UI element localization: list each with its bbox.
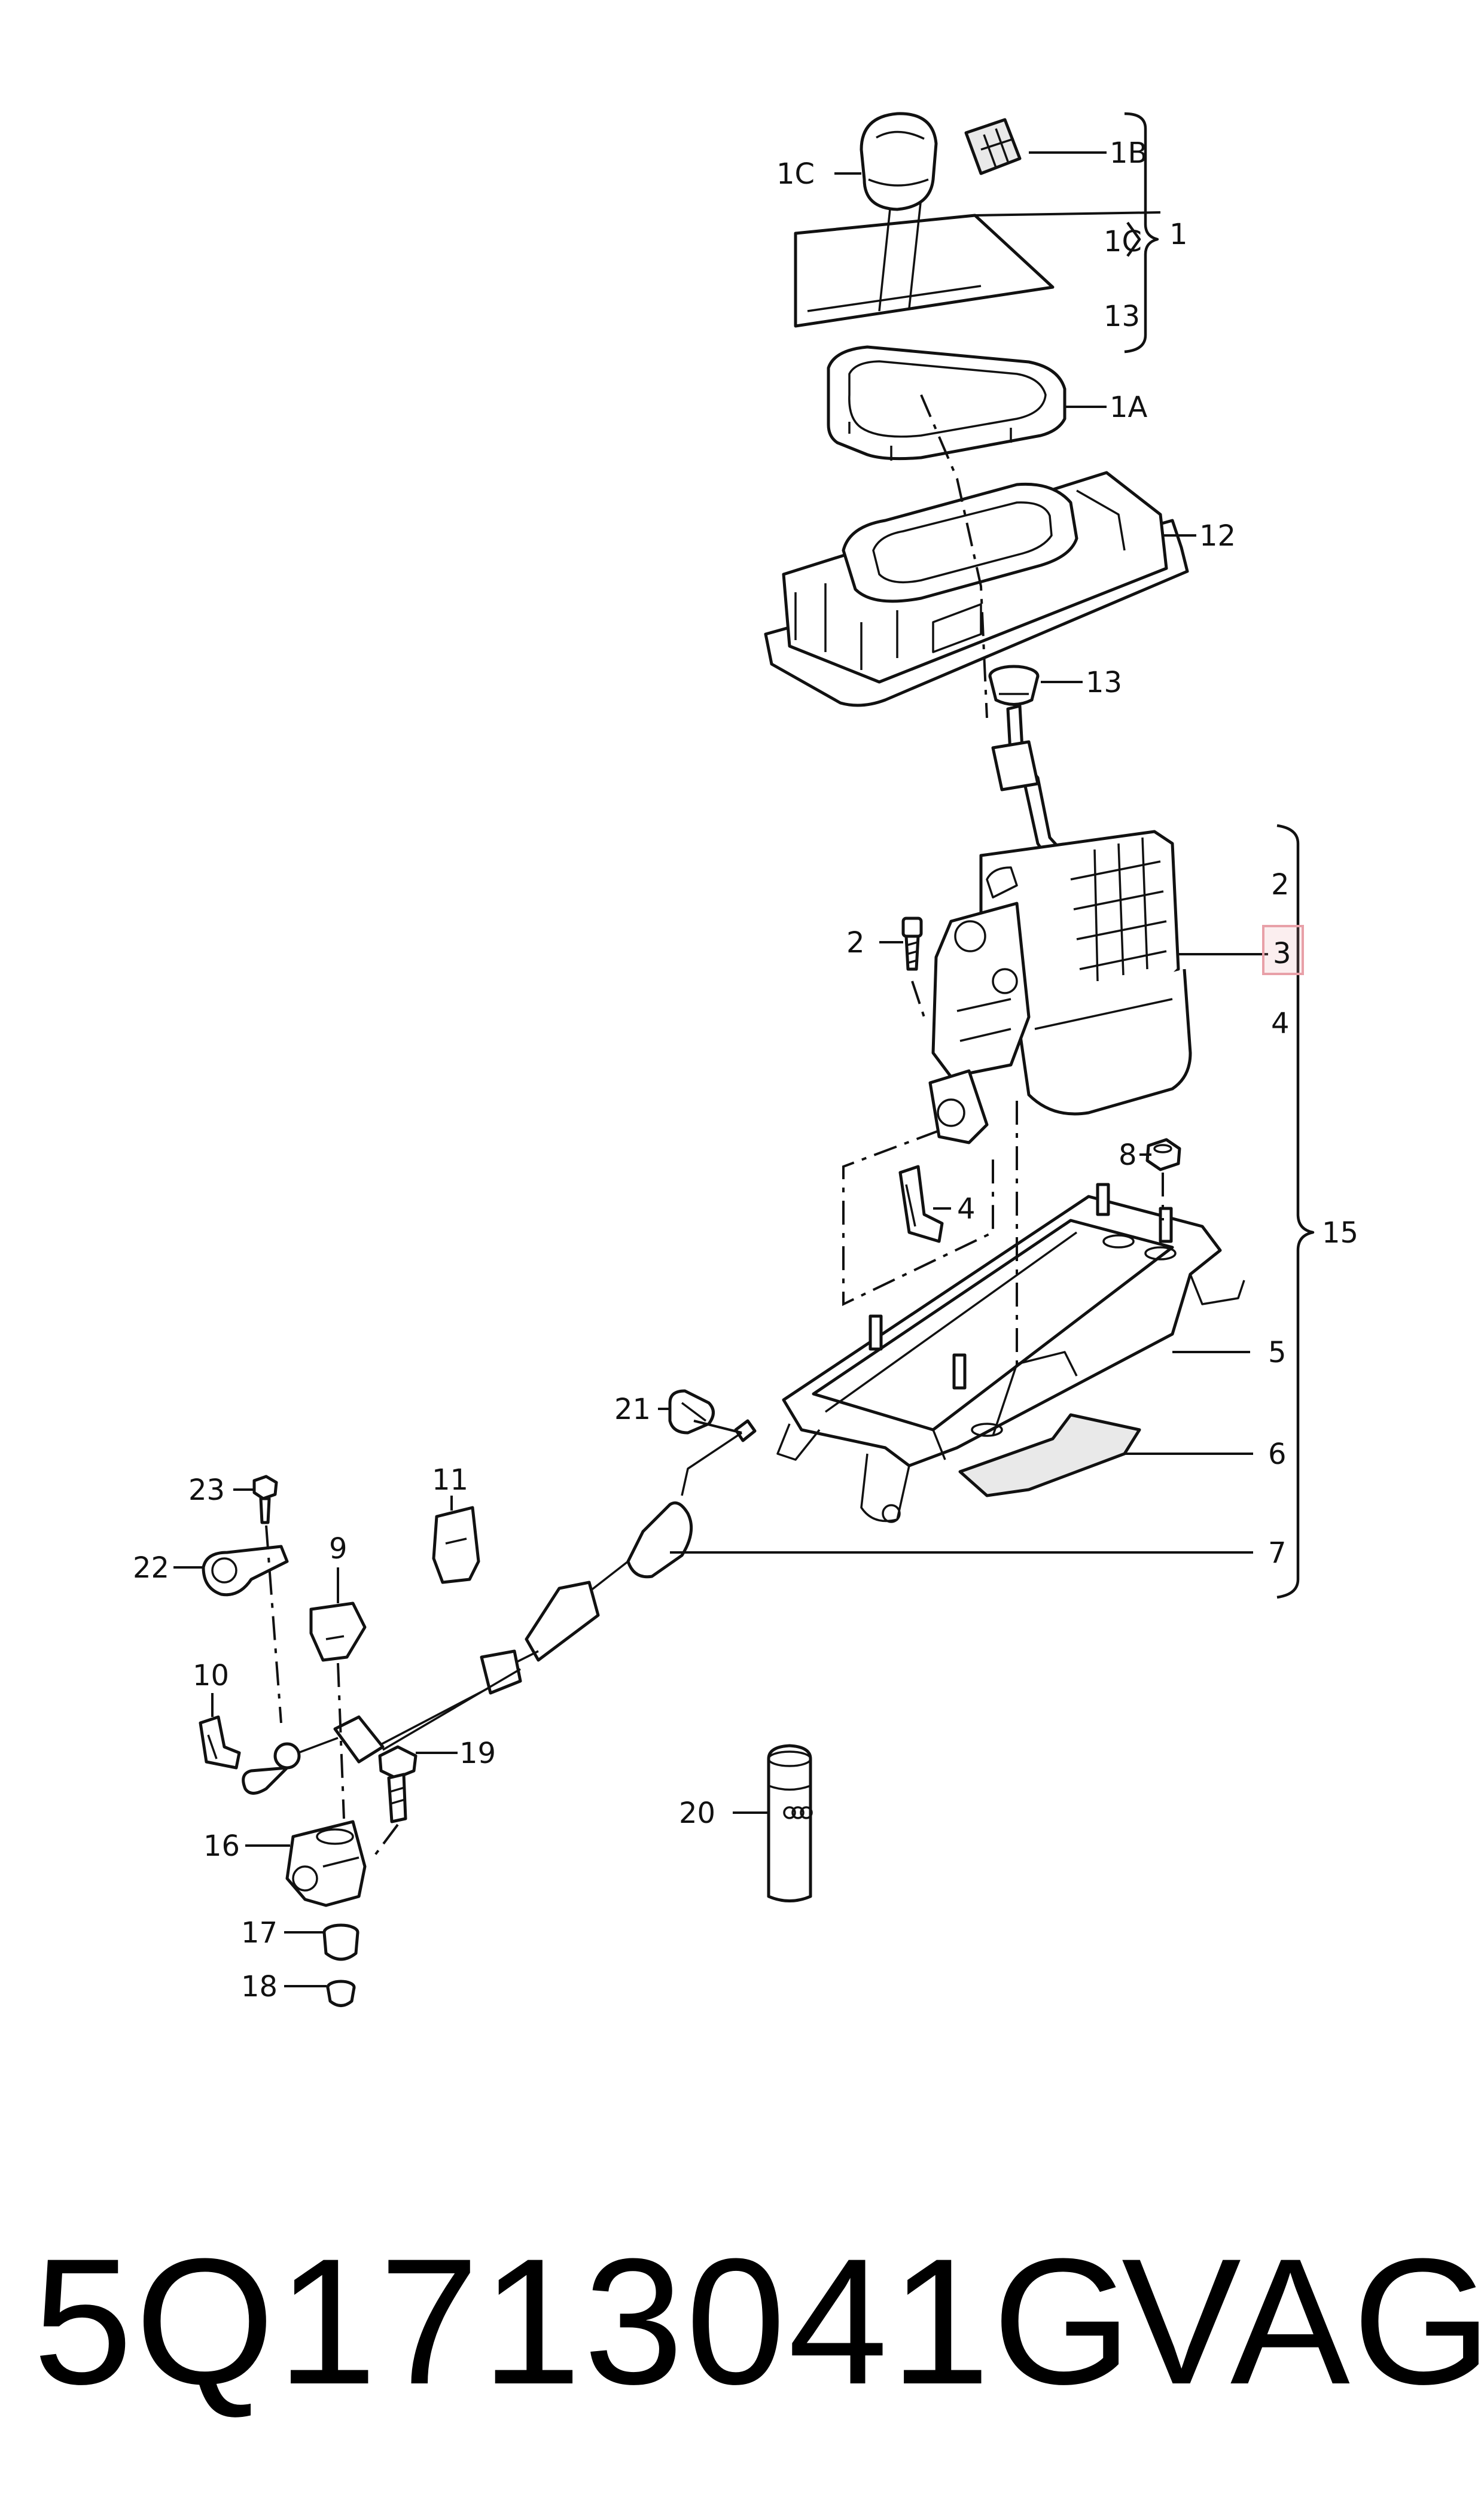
bushing-17 — [322, 1923, 359, 1961]
clip-11 — [432, 1506, 480, 1584]
callout-2-side: 2 — [1271, 868, 1290, 902]
grommet-18 — [326, 1980, 356, 2007]
callout-19: 19 — [459, 1737, 496, 1770]
callout-18: 18 — [241, 1970, 278, 2004]
callout-4-side: 4 — [1271, 1007, 1290, 1040]
callout-15: 15 — [1322, 1216, 1358, 1250]
brace-15 — [1276, 824, 1315, 1599]
callout-11: 11 — [432, 1463, 468, 1497]
grommet — [988, 665, 1040, 706]
brace-1c — [1126, 221, 1141, 257]
callout-9: 9 — [329, 1532, 348, 1566]
callout-20: 20 — [679, 1797, 715, 1830]
bolt-19 — [378, 1745, 418, 1823]
callout-1c-knob: 1C — [776, 157, 815, 191]
assembly-line-19 — [370, 1823, 399, 1862]
trim-cover — [827, 345, 1066, 461]
callout-7: 7 — [1268, 1536, 1287, 1570]
assembly-line-9 — [337, 1663, 345, 1819]
assembly-line-top — [920, 394, 988, 718]
callout-22: 22 — [133, 1551, 169, 1585]
bracket-22 — [202, 1545, 289, 1597]
callout-1a: 1A — [1110, 391, 1148, 424]
clip-9 — [309, 1601, 367, 1662]
callout-2: 2 — [846, 926, 865, 960]
base-plate — [776, 1183, 1245, 1523]
grease-tube — [767, 1744, 813, 1902]
callout-8: 8 — [1119, 1138, 1137, 1172]
shift-pattern-cap — [964, 118, 1022, 175]
callout-6: 6 — [1268, 1438, 1287, 1471]
bolt-2 — [901, 917, 923, 971]
assembly-line-bolt — [911, 981, 925, 1018]
callout-5: 5 — [1268, 1336, 1287, 1369]
callout-16: 16 — [203, 1829, 240, 1863]
highlight-box-3 — [1262, 925, 1304, 975]
callout-10: 10 — [193, 1659, 229, 1692]
console-housing — [764, 471, 1189, 707]
assembly-line-22 — [265, 1525, 282, 1724]
callout-1c-boot: 1C — [1104, 225, 1142, 258]
callout-1: 1 — [1169, 218, 1188, 251]
seal-pad — [958, 1413, 1141, 1497]
retaining-clip — [898, 1165, 944, 1243]
callout-23: 23 — [188, 1473, 225, 1507]
gear-knob-with-boot — [794, 112, 1055, 328]
bolt-23 — [252, 1475, 278, 1524]
selector-mechanism — [928, 830, 1192, 1144]
brace-1 — [1124, 112, 1159, 354]
callout-12: 12 — [1199, 519, 1236, 553]
callout-4: 4 — [957, 1192, 976, 1226]
bracket-16 — [285, 1820, 367, 1907]
clip-10 — [199, 1715, 241, 1770]
brand-name: VAG — [1122, 2221, 1484, 2422]
leader-lines — [173, 151, 1268, 1987]
part-number: 5Q1713041G — [33, 2221, 1135, 2422]
callout-13: 13 — [1086, 666, 1122, 699]
shift-cable — [242, 1419, 757, 1795]
highlight-fill-3 — [1264, 927, 1302, 973]
callout-21: 21 — [614, 1393, 651, 1426]
footer: 5Q1713041G VAG — [33, 2221, 1484, 2422]
callout-13-side: 13 — [1104, 300, 1140, 333]
parts-diagram: 1C 1B 1C 1 13 1A 12 13 2 2 3 4 4 8 15 5 … — [133, 112, 1358, 2007]
assembly-line-frame — [842, 1129, 994, 1307]
nut-8 — [1145, 1138, 1181, 1171]
callout-3: 3 — [1273, 937, 1291, 970]
callout-17: 17 — [241, 1916, 278, 1950]
clip-21 — [668, 1389, 715, 1435]
callout-1b: 1B — [1110, 136, 1147, 170]
